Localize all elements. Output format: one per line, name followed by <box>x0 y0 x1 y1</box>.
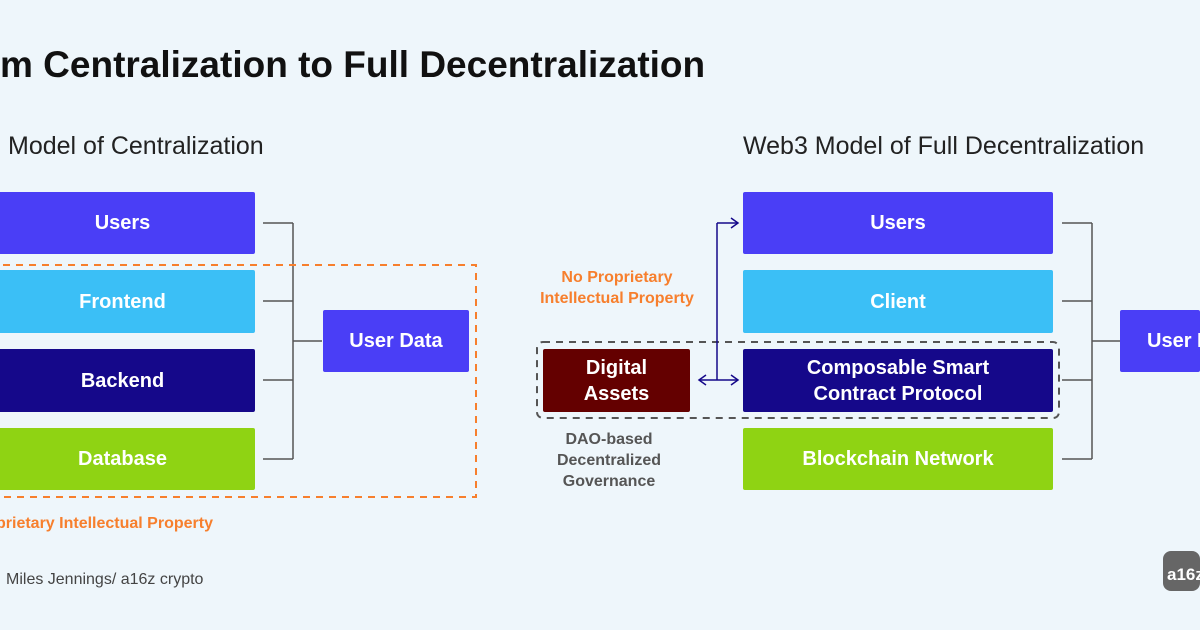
left-proprietary-note: prietary Intellectual Property <box>0 515 213 532</box>
left-database-box: Database <box>0 428 255 490</box>
digital-assets-box: Digital Assets <box>543 349 690 412</box>
page-title: m Centralization to Full Decentralizatio… <box>0 44 706 85</box>
left-users-box: Users <box>0 192 255 254</box>
credit-text: Miles Jennings/ a16z crypto <box>6 571 204 588</box>
proprietary-region-outline <box>0 264 477 498</box>
left-user-data-box: User Data <box>323 310 469 372</box>
right-smart-contract-box: Composable Smart Contract Protocol <box>743 349 1053 412</box>
a16z-logo: a16z <box>1163 551 1200 591</box>
right-user-data-box: User I <box>1120 310 1200 372</box>
left-heading: Model of Centralization <box>8 132 264 160</box>
left-frontend-box: Frontend <box>0 270 255 333</box>
logo-text: a16z <box>1167 565 1200 584</box>
left-backend-box: Backend <box>0 349 255 412</box>
dao-governance-note: DAO-based Decentralized Governance <box>556 431 662 490</box>
no-proprietary-note: No Proprietary Intellectual Property <box>540 269 694 307</box>
right-users-box: Users <box>743 192 1053 254</box>
right-heading: Web3 Model of Full Decentralization <box>743 132 1145 160</box>
right-blockchain-box: Blockchain Network <box>743 428 1053 490</box>
right-client-box: Client <box>743 270 1053 333</box>
governance-region-outline <box>536 341 1060 419</box>
